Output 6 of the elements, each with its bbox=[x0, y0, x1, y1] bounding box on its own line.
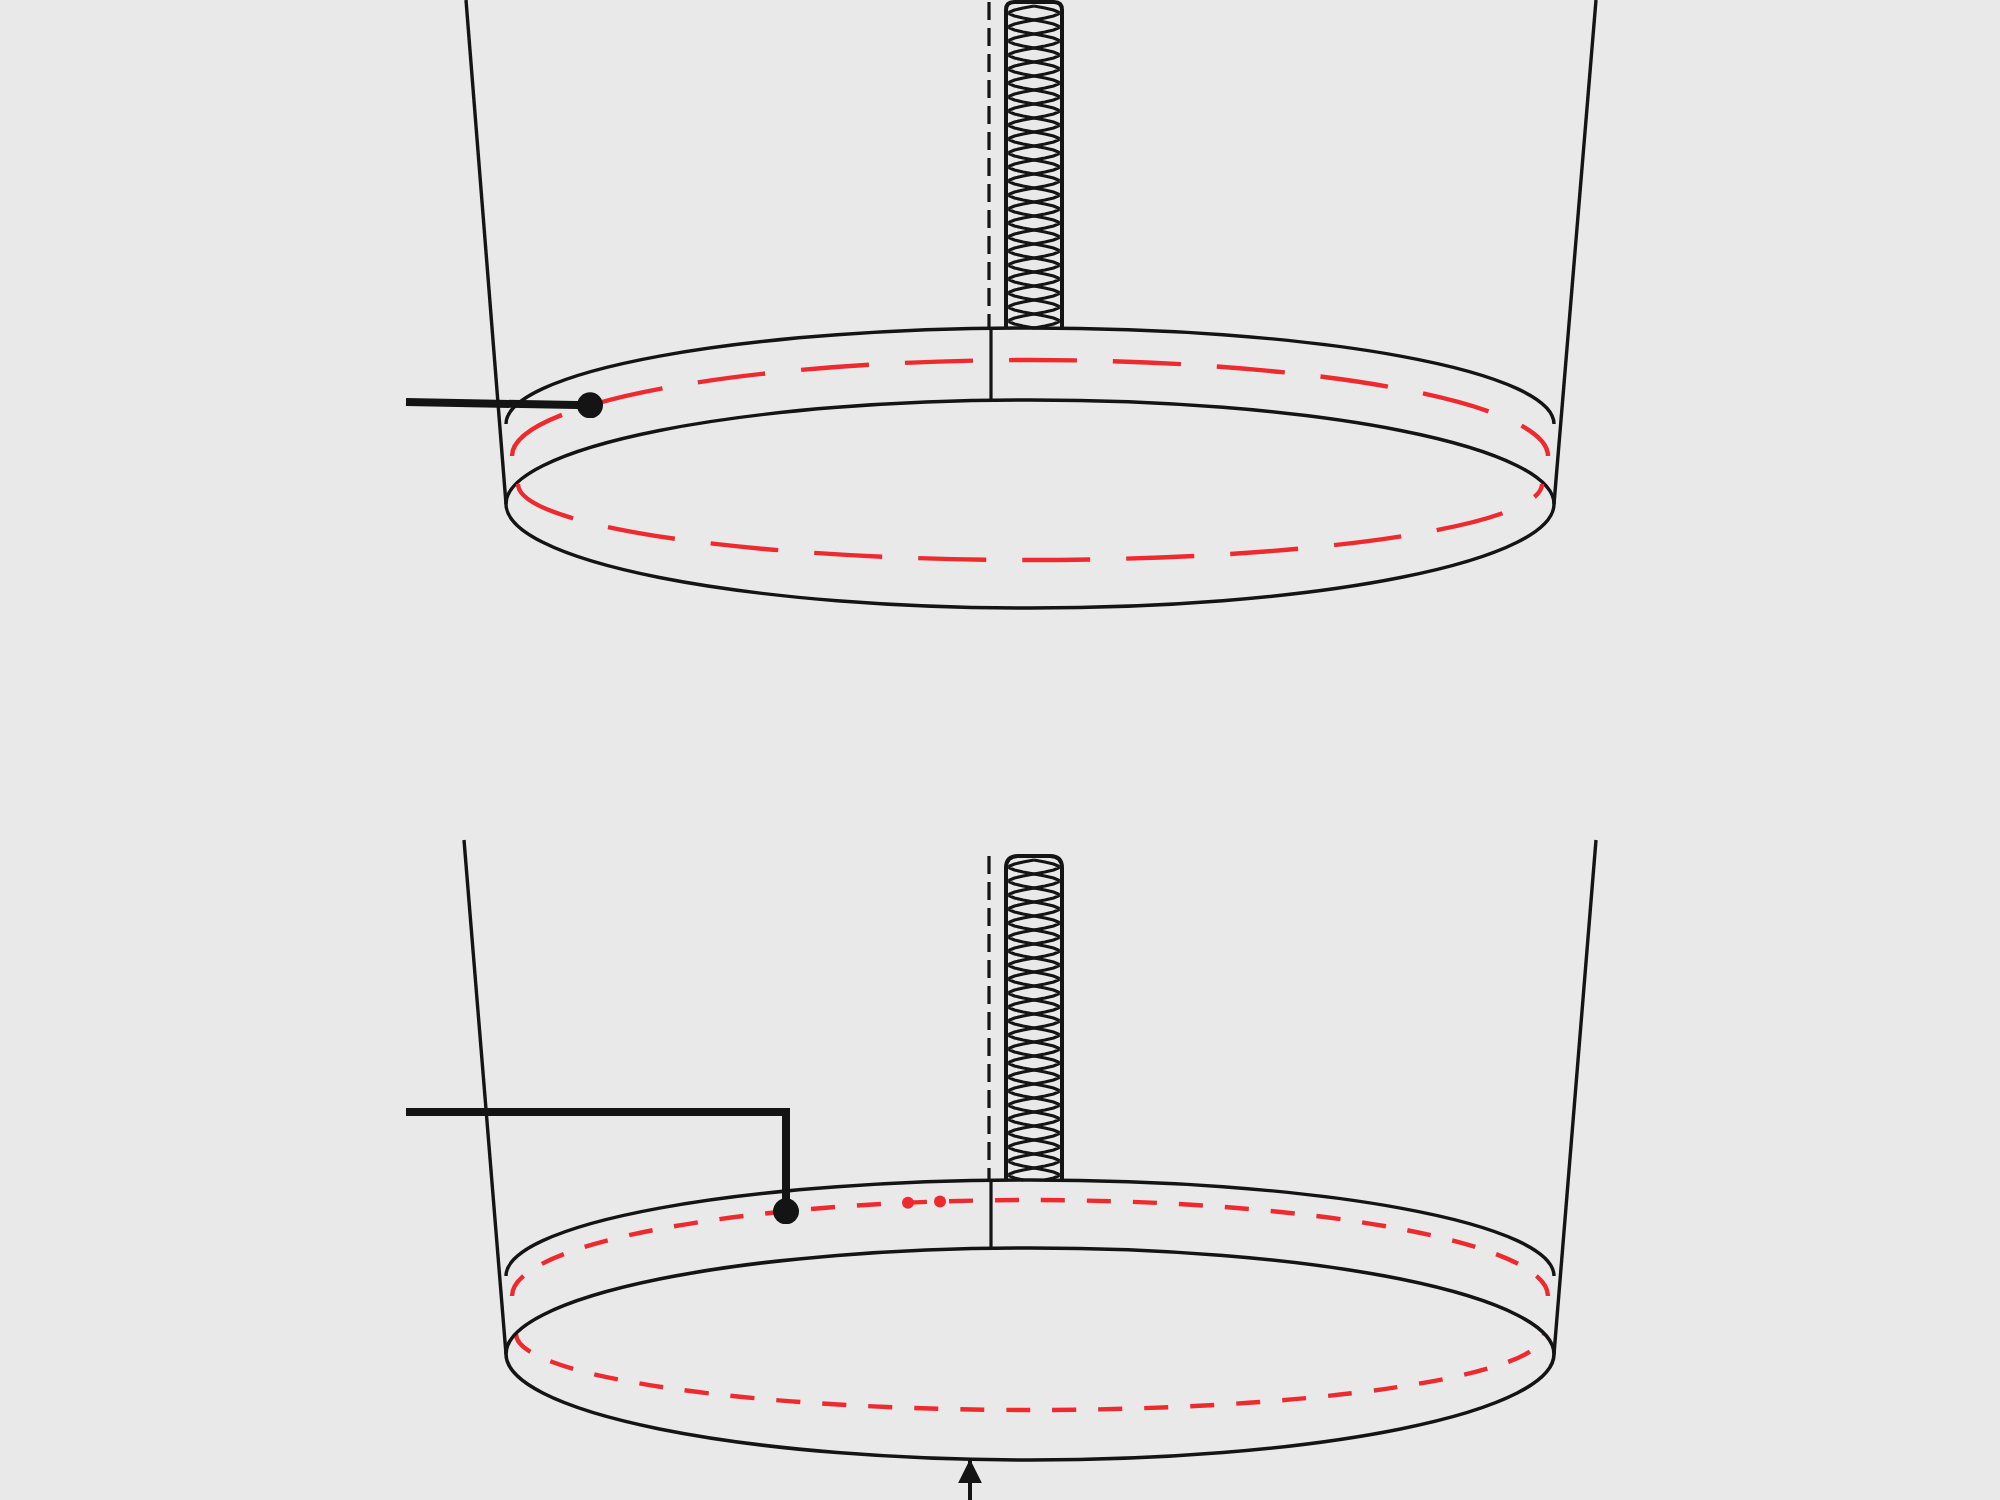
arrow bbox=[958, 1459, 982, 1500]
hem-edge bbox=[504, 1246, 1556, 1462]
leader-line bbox=[405, 392, 603, 419]
stitching-line bbox=[509, 1195, 1551, 1413]
stitching-line bbox=[509, 358, 1551, 563]
leader-line bbox=[406, 1108, 799, 1225]
